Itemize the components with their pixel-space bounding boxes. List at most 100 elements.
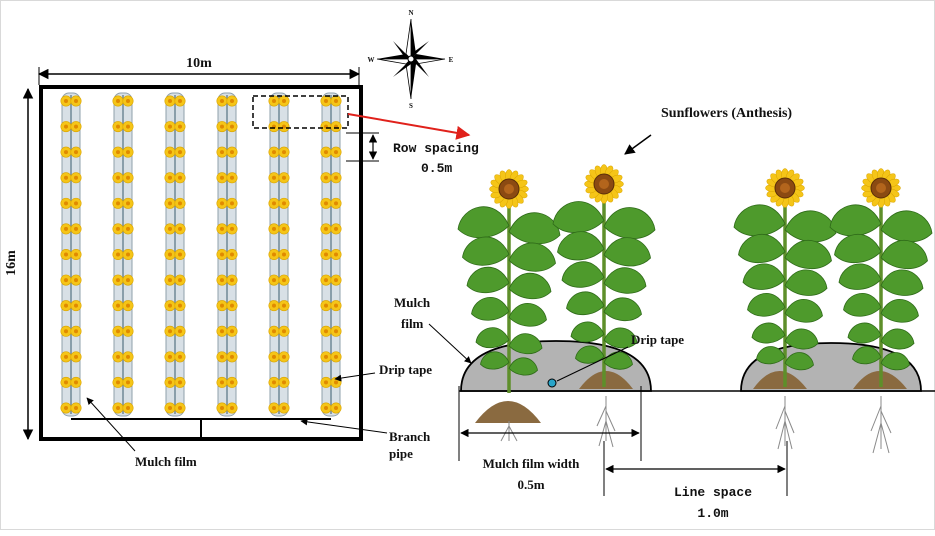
sunflower-plant — [552, 164, 656, 387]
sunflower-dot — [278, 249, 290, 261]
sunflower-dot — [226, 146, 238, 158]
sunflower-dot — [320, 249, 332, 261]
sunflower-dot — [216, 172, 228, 184]
leaf-icon — [552, 201, 605, 233]
leaf-icon — [508, 272, 552, 300]
sunflower-dot — [70, 172, 82, 184]
sunflower-dot — [278, 121, 290, 133]
leaf-icon — [508, 333, 543, 355]
mulch-width-label: Mulch film width — [483, 456, 581, 471]
leaf-icon — [603, 267, 647, 294]
sunflower-dot — [60, 223, 72, 235]
sunflower-dot — [122, 146, 134, 158]
sunflower-dot — [268, 300, 280, 312]
sunflower-dot — [278, 402, 290, 414]
leaf-icon — [784, 352, 814, 371]
sunflower-dot — [60, 249, 72, 261]
sunflower-dot — [174, 146, 186, 158]
sunflower-dot — [330, 197, 342, 209]
sunflower-dot — [122, 325, 134, 337]
sunflower-dot — [164, 249, 176, 261]
leaf-icon — [603, 351, 633, 370]
sunflower-dot — [278, 274, 290, 286]
leaf-icon — [742, 263, 786, 290]
mulch-width-value: 0.5m — [517, 477, 544, 492]
sunflower-dot — [216, 146, 228, 158]
sunflower-dot — [164, 351, 176, 363]
sunflower-dot — [268, 351, 280, 363]
sunflower-dot — [112, 325, 124, 337]
planting-row — [60, 92, 82, 417]
branch-pipe-pointer — [300, 418, 388, 434]
sunflower-dot — [278, 146, 290, 158]
compass-e: E — [449, 56, 454, 64]
sunflower-dot — [278, 95, 290, 107]
drip-tape-emitter — [547, 378, 557, 388]
compass-s: S — [409, 102, 413, 110]
sunflower-dot — [60, 274, 72, 286]
plan-mulch-film-label: Mulch film — [135, 454, 197, 469]
sunflower-dot — [122, 172, 134, 184]
sunflower-dot — [60, 146, 72, 158]
plan-drip-tape-label: Drip tape — [379, 362, 432, 377]
roots — [500, 396, 892, 454]
sunflower-dot — [320, 325, 332, 337]
sunflower-dot — [70, 325, 82, 337]
sunflower-dot — [174, 172, 186, 184]
sunflower-dot — [122, 300, 134, 312]
sunflower-dot — [112, 402, 124, 414]
sunflower-dot — [70, 146, 82, 158]
sunflower-dot — [278, 197, 290, 209]
sunflower-dot — [122, 197, 134, 209]
sunflower-dot — [122, 121, 134, 133]
drip-tape-pointer — [334, 372, 376, 382]
sunflower-dot — [330, 223, 342, 235]
sunflower-dot — [216, 121, 228, 133]
sunflower-dot — [330, 274, 342, 286]
leaf-icon — [880, 352, 910, 371]
sunflower-dot — [320, 146, 332, 158]
sunflower-dot — [112, 121, 124, 133]
sunflower-dot — [226, 249, 238, 261]
sunflower-dot — [226, 300, 238, 312]
sunflower-dot — [226, 172, 238, 184]
leaf-icon — [847, 322, 882, 344]
sunflower-dot — [320, 300, 332, 312]
sunflower-dot — [164, 197, 176, 209]
sunflower-dot — [320, 351, 332, 363]
sunflower-dot — [330, 300, 342, 312]
sunflower-dot — [216, 249, 228, 261]
section-mulch-film-pointer — [428, 323, 472, 364]
leaf-icon — [747, 293, 786, 317]
sunflower-dot — [164, 146, 176, 158]
sunflower-dot — [164, 95, 176, 107]
leaf-icon — [575, 345, 605, 364]
branch-pipe-label-1: Branch — [389, 429, 431, 444]
sunflower-plant — [829, 168, 933, 387]
sunflower-dot — [174, 300, 186, 312]
leaf-icon — [880, 299, 919, 323]
sunflower-dot — [60, 300, 72, 312]
detail-red-arrow — [347, 113, 471, 140]
sunflower-dot — [268, 146, 280, 158]
sunflower-dot — [320, 197, 332, 209]
sunflower-dot — [278, 325, 290, 337]
sunflower-dot — [226, 121, 238, 133]
sunflower-dot — [122, 95, 134, 107]
sunflower-dot — [216, 376, 228, 388]
sunflower-head-icon — [489, 169, 529, 209]
sunflower-dot — [216, 223, 228, 235]
sunflower-dot — [122, 274, 134, 286]
sunflower-dot — [174, 274, 186, 286]
leaf-icon — [852, 346, 882, 365]
row-spacing-label: Row spacing — [393, 141, 479, 156]
planting-row — [164, 92, 186, 417]
sunflower-dot — [164, 325, 176, 337]
sunflower-dot — [70, 121, 82, 133]
sunflower-dot — [174, 197, 186, 209]
sunflower-dot — [164, 274, 176, 286]
leaf-icon — [834, 234, 882, 263]
leaf-icon — [566, 291, 605, 315]
